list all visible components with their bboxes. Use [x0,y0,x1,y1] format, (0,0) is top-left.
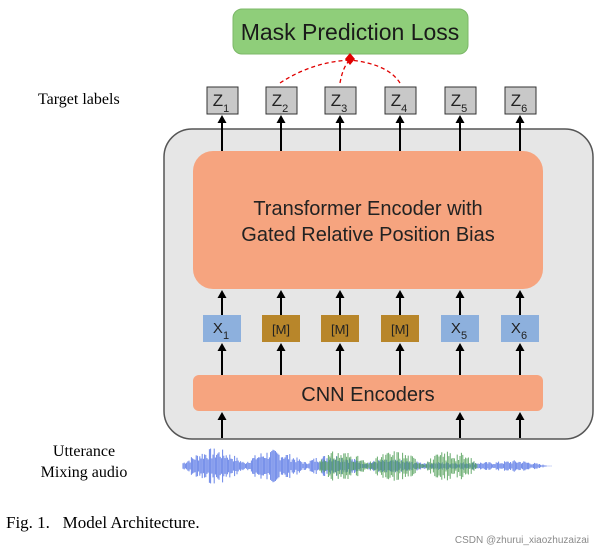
cnn-label: CNN Encoders [301,384,434,406]
audio-arrow-head [455,412,465,420]
token-label: X6 [511,320,527,342]
target-label: Z6 [511,91,528,115]
audio-arrow-head [217,412,227,420]
token-arrow-head [217,290,227,298]
connector-diamond-icon [345,53,355,65]
token-arrow-head [335,290,345,298]
target-box [384,86,417,115]
target-label-base: Z [213,91,223,110]
target-label-base: Z [391,91,401,110]
cnn-arrow-head [217,343,227,351]
token-arrow-head [395,290,405,298]
loss-label: Mask Prediction Loss [241,19,460,45]
cnn-arrow-head [335,343,345,351]
token-box [203,315,241,342]
cnn-arrow-head [276,343,286,351]
token-arrow-head [455,290,465,298]
cnn-arrows [217,343,525,375]
output-arrow-head [455,115,465,123]
target-label-base: Z [331,91,341,110]
loss-box: Mask Prediction Loss [232,8,469,55]
target-label: Z1 [213,91,230,115]
output-arrow-head [395,115,405,123]
token-label-sub: 5 [461,330,467,342]
token-label-sub: 1 [223,330,229,342]
masked-token-label: [M] [391,322,409,337]
masked-token-label: [M] [331,322,349,337]
target-label-sub: 3 [341,103,347,115]
loss-connector [279,53,401,84]
target-label-sub: 4 [401,103,407,115]
target-labels-caption: Target labels [38,91,120,108]
cnn-encoders-box: CNN Encoders [193,375,543,411]
output-arrow-head [276,115,286,123]
token-box [501,315,539,342]
target-box [504,86,537,115]
target-label-base: Z [451,91,461,110]
token-label-sub: 6 [521,330,527,342]
input-caption-line2: Mixing audio [41,464,128,481]
cnn-arrow-head [455,343,465,351]
token-arrows [217,290,525,315]
output-arrows [217,115,525,151]
target-label-sub: 1 [223,103,229,115]
token-label: X1 [213,320,229,342]
transformer-line1: Transformer Encoder with [253,198,482,220]
target-label-sub: 5 [461,103,467,115]
figure-caption: Fig. 1. Model Architecture. [6,513,200,532]
output-arrow-head [335,115,345,123]
masked-token-box [321,315,359,342]
token-label-base: X [213,320,223,337]
cnn-arrow-head [395,343,405,351]
masked-token-label: [M] [272,322,290,337]
token-arrow-head [276,290,286,298]
target-label-base: Z [272,91,282,110]
target-label-base: Z [511,91,521,110]
masked-token-box [381,315,419,342]
audio-arrows [217,412,525,438]
target-label: Z3 [331,91,348,115]
transformer-encoder-box: Transformer Encoder with Gated Relative … [193,151,543,289]
target-box [206,86,239,115]
target-box [324,86,357,115]
output-arrow-head [515,115,525,123]
target-label-sub: 6 [521,103,527,115]
token-label-base: X [511,320,521,337]
target-label: Z2 [272,91,289,115]
output-arrow-head [217,115,227,123]
cnn-arrow-head [515,343,525,351]
token-label-base: X [451,320,461,337]
target-box [444,86,477,115]
audio-waveform [182,448,552,484]
token-box [441,315,479,342]
masked-token-box [262,315,300,342]
input-caption-line1: Utterance [53,443,115,460]
target-box [265,86,298,115]
audio-arrow-head [515,412,525,420]
target-label-sub: 2 [282,103,288,115]
token-label: X5 [451,320,467,342]
target-label: Z5 [451,91,468,115]
watermark: CSDN @zhurui_xiaozhuzaizai [455,535,589,546]
token-arrow-head [515,290,525,298]
transformer-line2: Gated Relative Position Bias [241,224,494,246]
target-label: Z4 [391,91,408,115]
